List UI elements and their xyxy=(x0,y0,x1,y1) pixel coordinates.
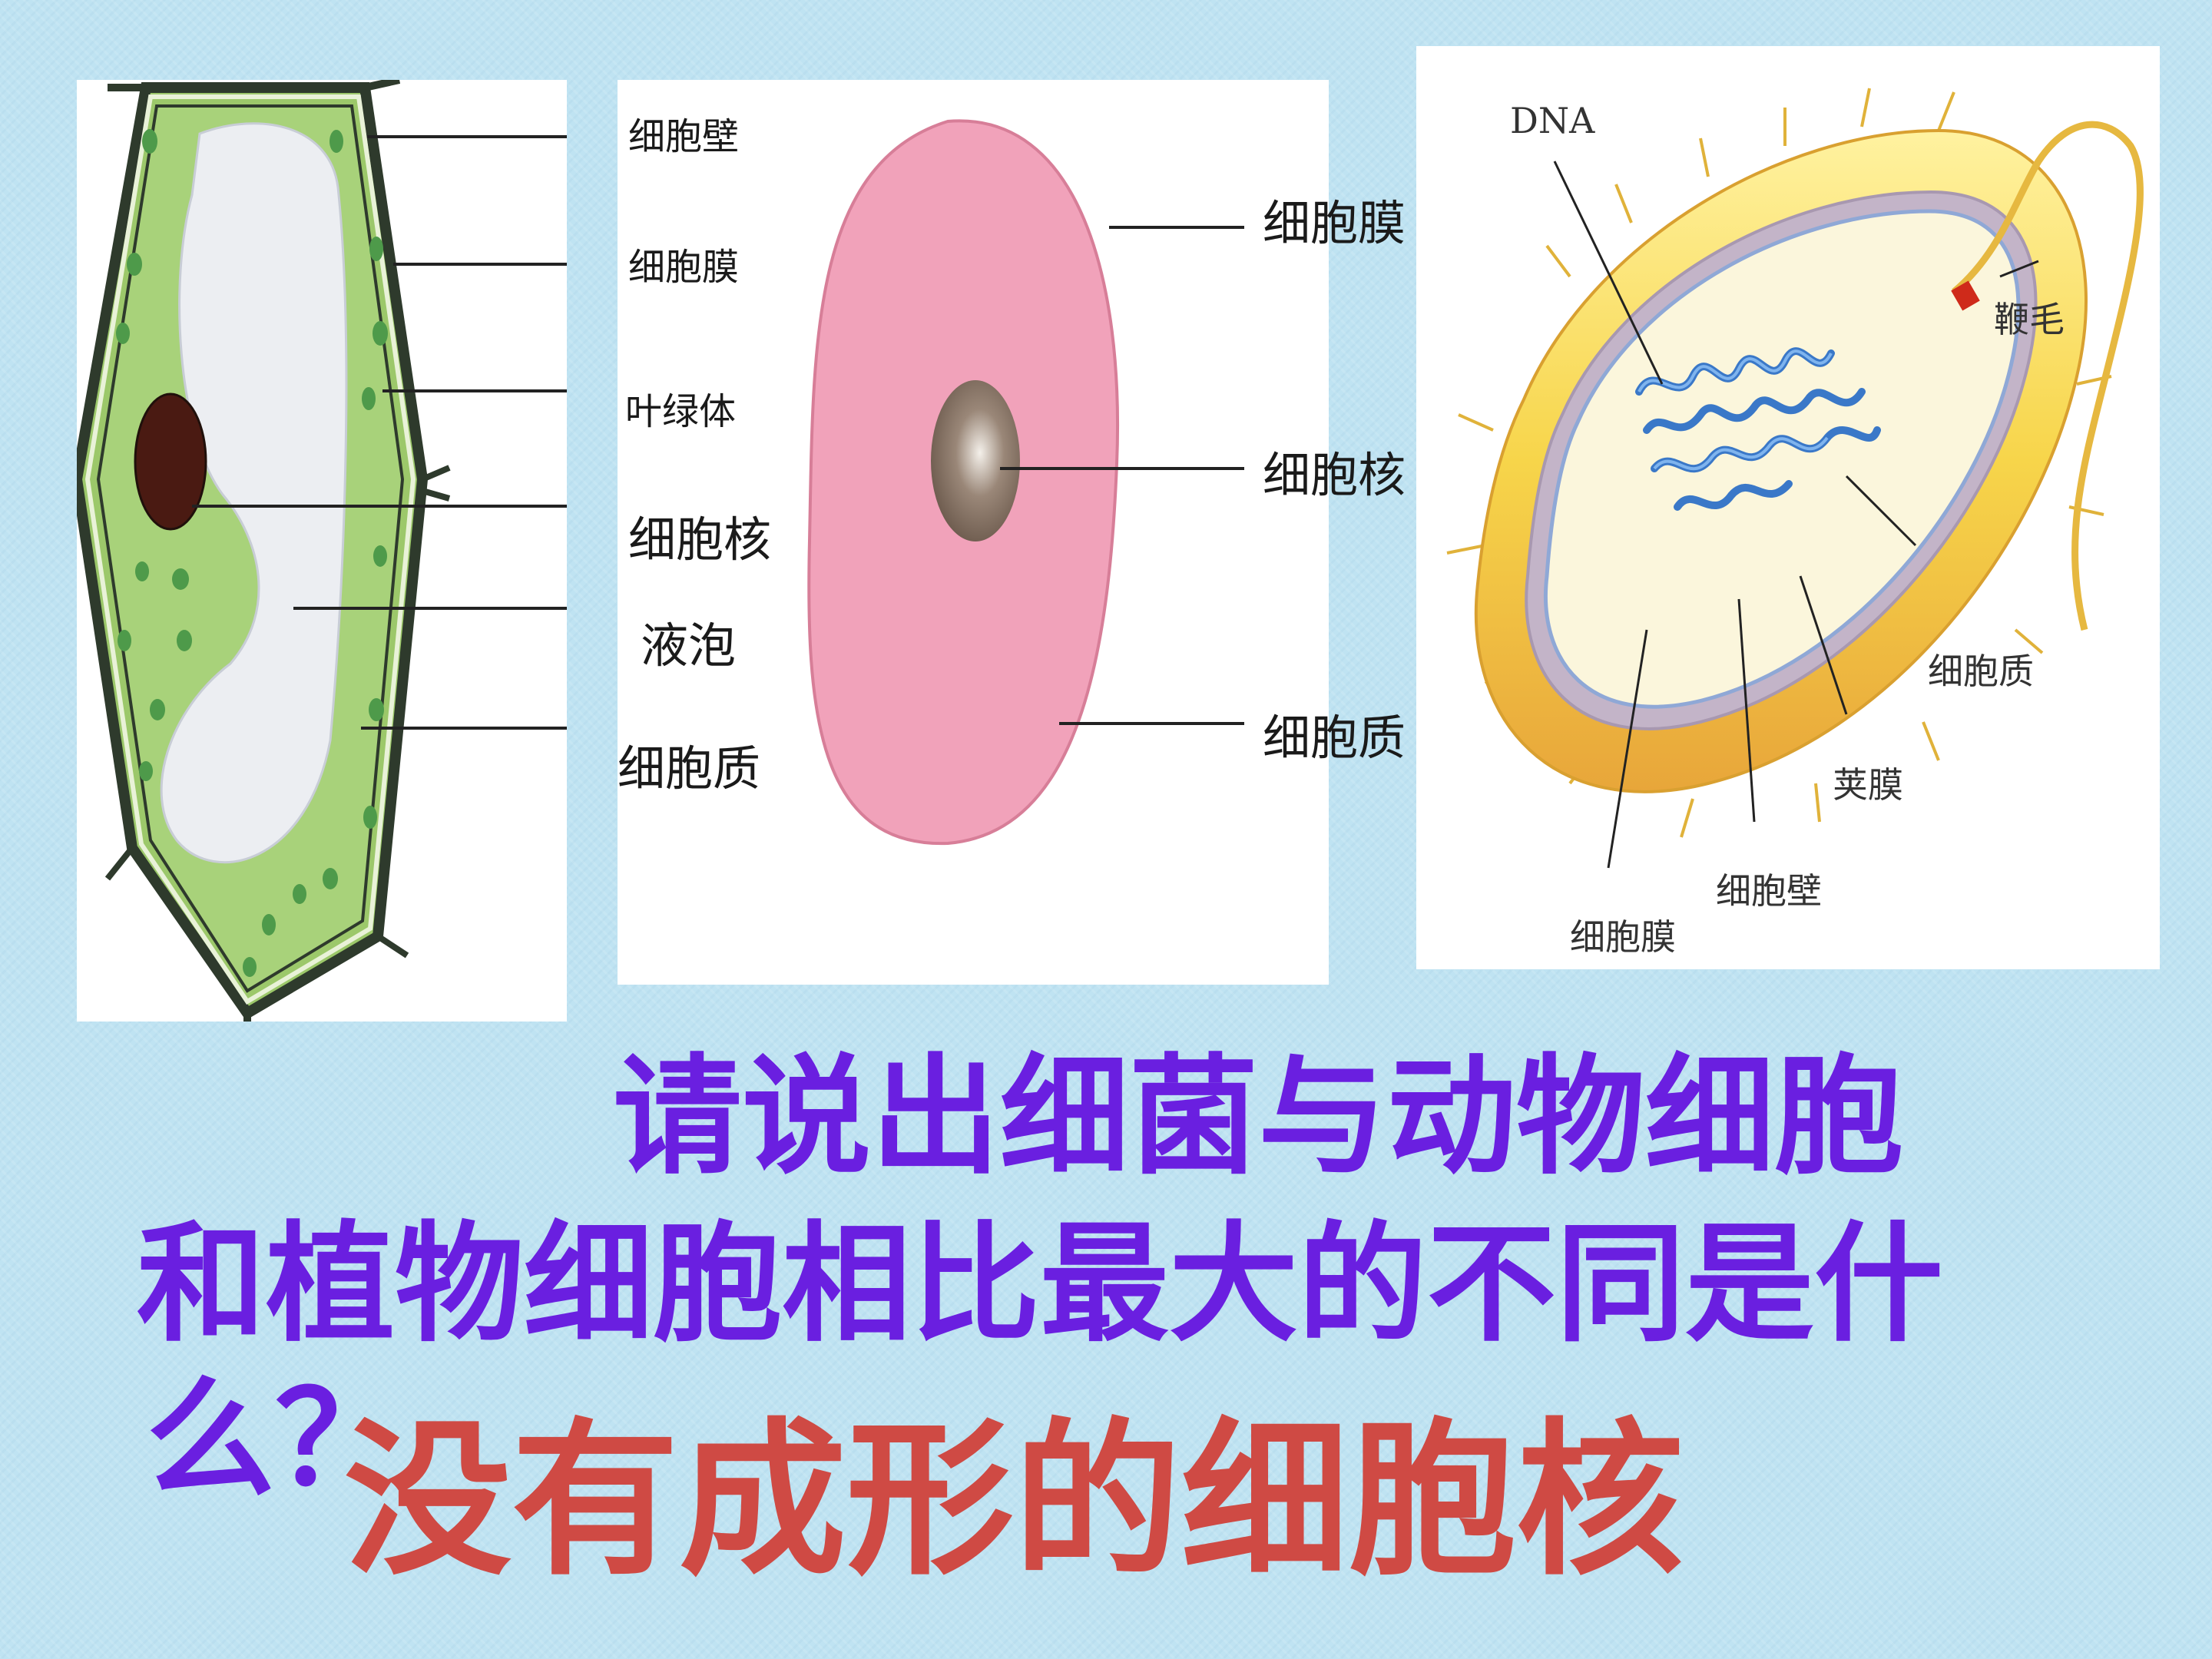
answer-text: 没有成形的细胞核 xyxy=(344,1404,1684,1598)
plant-cell-nucleus xyxy=(134,392,207,531)
plant-label-cell-wall: 细胞壁 xyxy=(628,115,740,158)
animal-label-cytoplasm: 细胞质 xyxy=(1263,710,1406,766)
plant-label-vacuole: 液泡 xyxy=(641,618,737,674)
animal-cell-nucleus xyxy=(931,380,1020,541)
bacterium-diagram xyxy=(1446,88,2144,869)
plant-cell-panel xyxy=(77,80,567,1022)
plant-label-chloroplast: 叶绿体 xyxy=(625,390,737,433)
animal-label-nucleus: 细胞核 xyxy=(1263,447,1406,503)
bacterium-label-cell-wall: 细胞壁 xyxy=(1716,870,1822,912)
plant-label-nucleus: 细胞核 xyxy=(628,512,772,568)
bacterium-cytoplasm xyxy=(1544,209,2021,709)
bacterium-flagellum xyxy=(1952,121,2144,631)
bacterium-label-flagellum: 鞭毛 xyxy=(1994,299,2065,340)
plant-label-cell-membrane: 细胞膜 xyxy=(628,246,740,289)
plant-label-cytoplasm: 细胞质 xyxy=(618,740,761,796)
bacterium-panel xyxy=(1416,46,2160,969)
chloroplasts xyxy=(116,129,388,977)
question-line-2: 和植物细胞相比最大的不同是什 xyxy=(137,1209,1943,1359)
question-line-3: 么？ xyxy=(146,1364,404,1515)
bacterium-label-cell-membrane: 细胞膜 xyxy=(1570,916,1676,958)
bacterium-label-dna: DNA xyxy=(1510,100,1595,141)
plant-cell-diagram xyxy=(77,80,567,1022)
animal-cell-diagram xyxy=(807,119,1244,846)
bacterium-label-cytoplasm: 细胞质 xyxy=(1928,651,2034,692)
question-line-1: 请说出细菌与动物细胞 xyxy=(613,1041,1903,1192)
animal-cell-panel xyxy=(618,80,1329,985)
bacterium-label-capsule: 荚膜 xyxy=(1833,764,1903,806)
plant-cell-vacuole xyxy=(160,122,348,864)
animal-label-cell-membrane: 细胞膜 xyxy=(1263,195,1406,251)
